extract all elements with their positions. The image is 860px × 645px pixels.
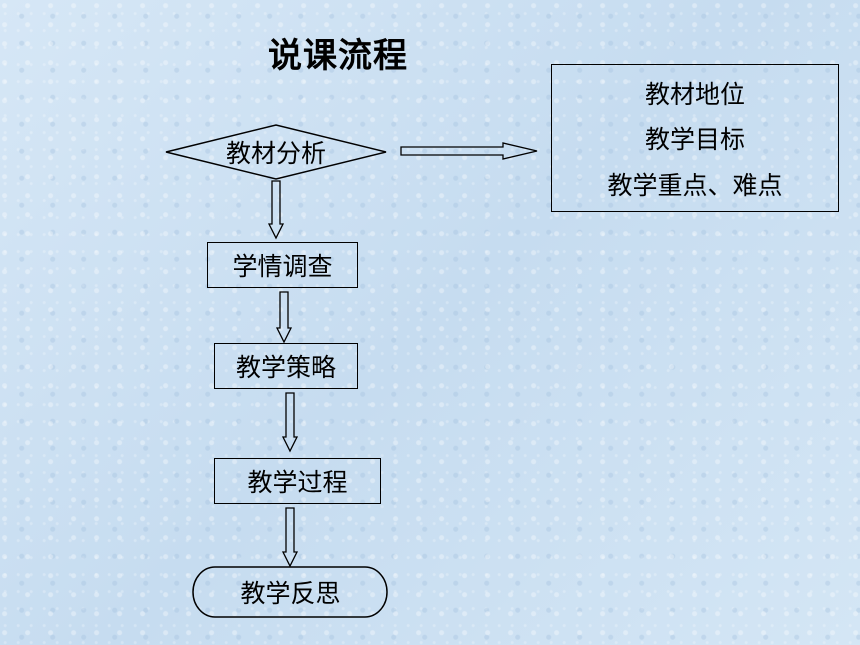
analysis-node: 教材分析 xyxy=(166,124,386,180)
reflection-terminator xyxy=(192,566,388,618)
analysis-item-goals: 教学目标 xyxy=(644,125,745,154)
analysis-diamond xyxy=(165,124,387,180)
survey-label: 学情调查 xyxy=(232,252,333,281)
analysis-item-key-points: 教学重点、难点 xyxy=(607,170,783,200)
survey-node: 学情调查 xyxy=(207,242,358,288)
analysis-item-status: 教材地位 xyxy=(644,79,745,109)
process-node: 教学过程 xyxy=(214,458,381,504)
page-title: 说课流程 xyxy=(268,36,408,76)
reflection-label: 教学反思 xyxy=(240,579,341,608)
strategy-node: 教学策略 xyxy=(214,343,358,389)
down-arrow-1 xyxy=(267,180,285,240)
down-arrow-4 xyxy=(281,507,299,568)
analysis-label: 教材分析 xyxy=(225,139,326,168)
strategy-label: 教学策略 xyxy=(235,353,336,382)
analysis-details-box: 教材地位 教学目标 教学重点、难点 xyxy=(551,64,839,212)
process-label: 教学过程 xyxy=(247,468,348,497)
down-arrow-2 xyxy=(275,291,293,344)
reflection-node: 教学反思 xyxy=(194,567,387,617)
right-arrow xyxy=(400,142,538,160)
down-arrow-3 xyxy=(281,392,299,453)
